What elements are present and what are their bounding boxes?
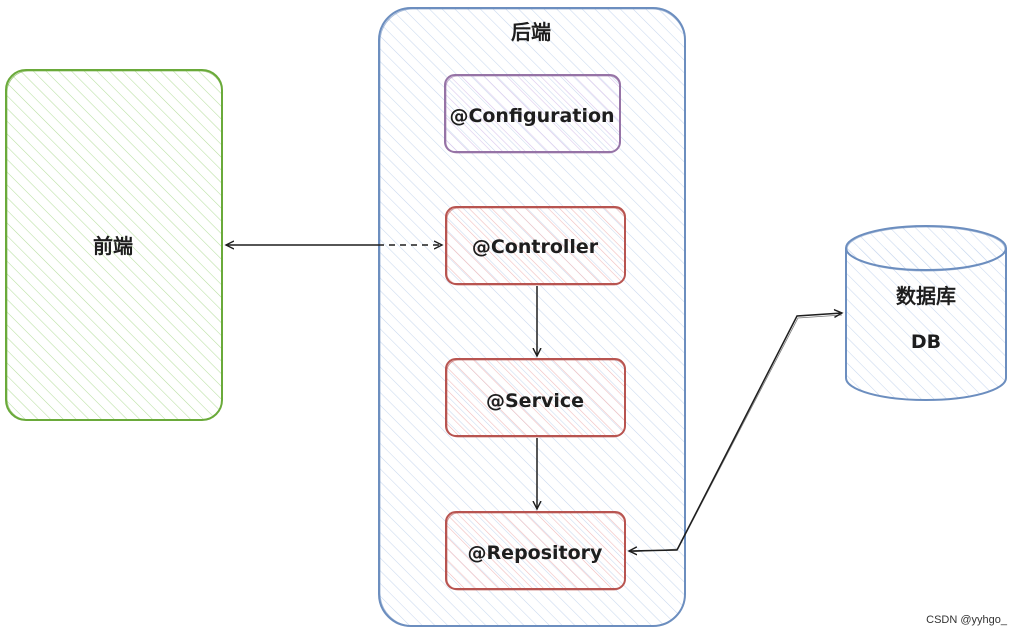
frontend-box: 前端 [5, 69, 223, 421]
database-title: 数据库 [896, 284, 956, 308]
repository-box: @Repository [445, 511, 626, 591]
database-cylinder: 数据库 DB [845, 225, 1007, 401]
backend-title: 后端 [511, 20, 551, 44]
database-name: DB [911, 331, 941, 353]
repository-database-arrow [629, 313, 842, 552]
controller-label: @Controller [472, 236, 599, 258]
service-box: @Service [445, 358, 626, 438]
repository-label: @Repository [468, 542, 603, 564]
frontend-label: 前端 [93, 234, 133, 258]
watermark-text: CSDN @yyhgo_ [926, 614, 1007, 626]
controller-box: @Controller [445, 206, 626, 286]
service-label: @Service [486, 390, 584, 412]
configuration-label: @Configuration [449, 105, 614, 127]
configuration-box: @Configuration [444, 74, 621, 154]
